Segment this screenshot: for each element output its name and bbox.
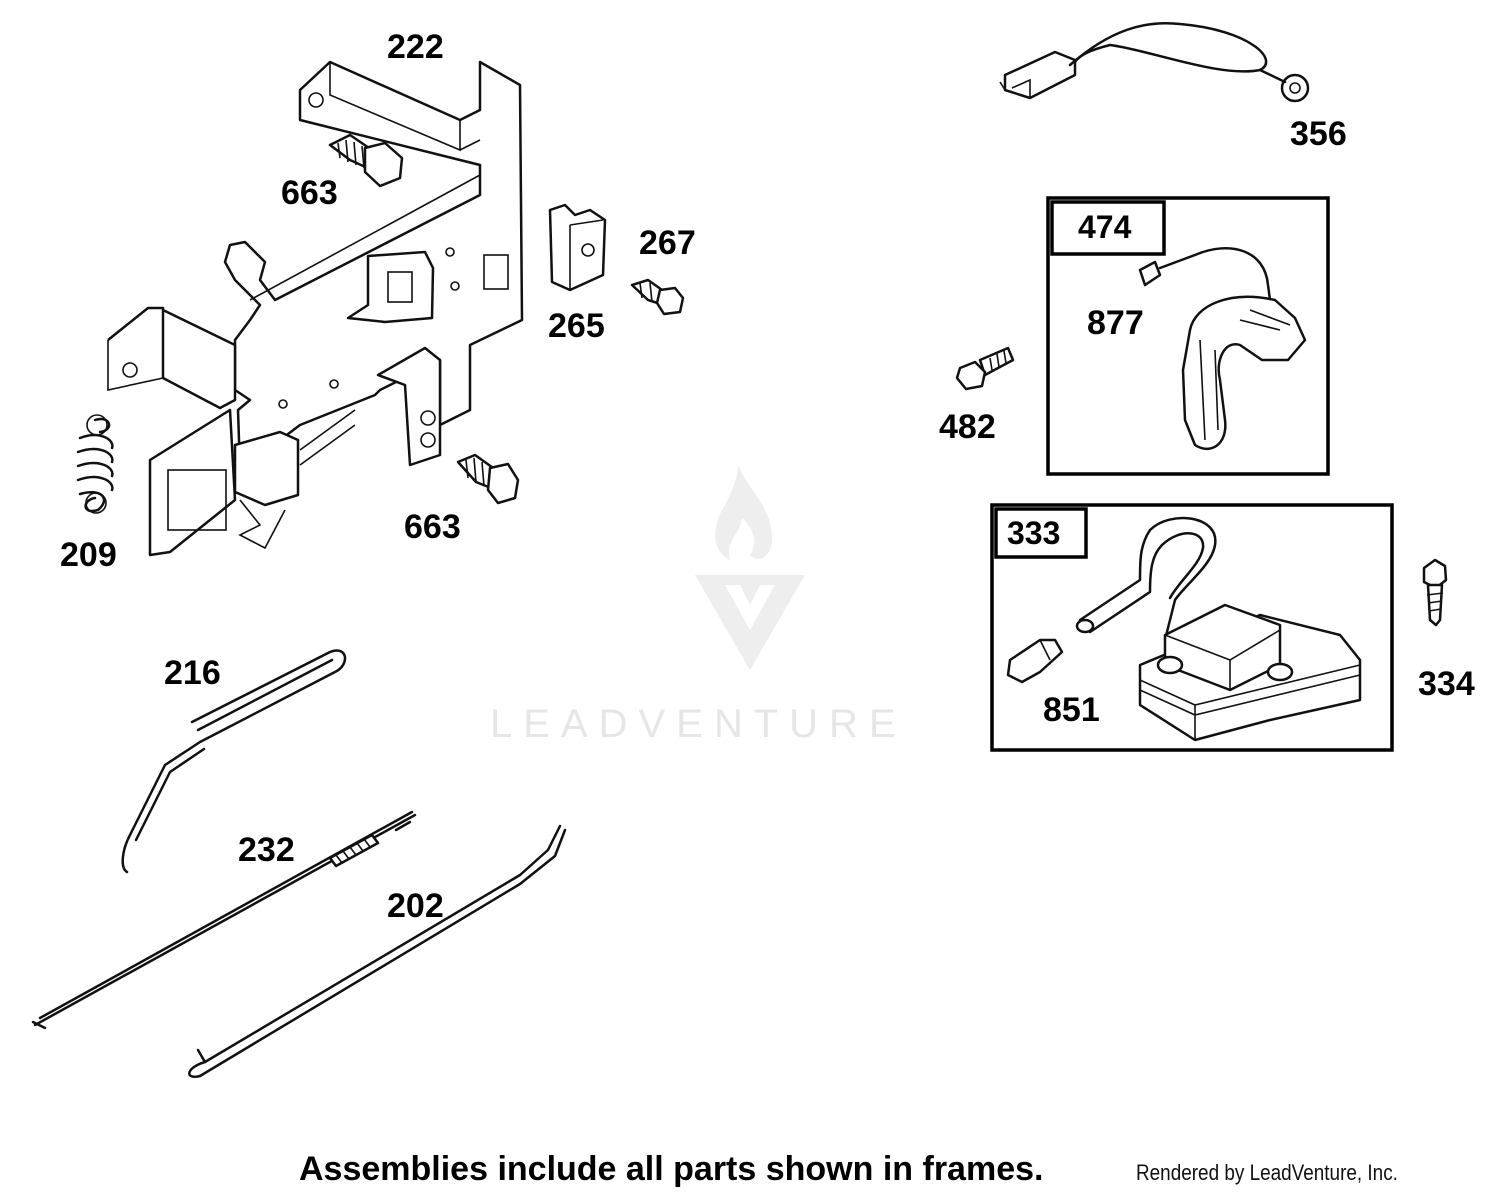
part-334-screw[interactable]	[1422, 558, 1448, 627]
callout-232[interactable]: 232	[238, 831, 295, 869]
assembly-frame-474	[1046, 196, 1330, 476]
part-202-governor-rod[interactable]	[188, 824, 567, 1079]
callout-877[interactable]: 877	[1087, 304, 1144, 342]
part-209-spring[interactable]	[76, 414, 114, 514]
callout-222[interactable]: 222	[387, 28, 444, 66]
callout-663-upper[interactable]: 663	[281, 174, 338, 212]
frame-tag-474[interactable]: 474	[1078, 209, 1132, 245]
frame-tag-box-333	[994, 507, 1088, 559]
callout-851[interactable]: 851	[1043, 691, 1100, 729]
part-877-module[interactable]	[1138, 247, 1307, 451]
frame-tag-box-474	[1050, 200, 1166, 256]
callout-209[interactable]: 209	[60, 536, 117, 574]
part-216-link-rod[interactable]	[121, 649, 347, 874]
callout-663-lower[interactable]: 663	[404, 508, 461, 546]
callout-202[interactable]: 202	[387, 887, 444, 925]
watermark-text: LEADVENTURE	[490, 702, 907, 746]
render-credit: Rendered by LeadVenture, Inc.	[1136, 1160, 1398, 1185]
assembly-frame-333	[990, 503, 1394, 752]
callout-482[interactable]: 482	[939, 408, 996, 446]
callout-356[interactable]: 356	[1290, 115, 1347, 153]
part-232-spring-wire[interactable]	[31, 810, 417, 1030]
frame-tag-333[interactable]: 333	[1007, 515, 1061, 551]
part-851-spark-plug-cap[interactable]	[1006, 638, 1064, 684]
callout-265[interactable]: 265	[548, 307, 605, 345]
part-663-screw-lower[interactable]	[456, 453, 520, 505]
part-356-ground-wire[interactable]	[999, 21, 1310, 103]
part-333-ignition-coil[interactable]	[1075, 516, 1362, 742]
part-267-screw[interactable]	[630, 278, 685, 316]
part-663-screw-upper[interactable]	[328, 133, 404, 188]
callout-267[interactable]: 267	[639, 224, 696, 262]
part-222-bracket[interactable]	[107, 60, 524, 557]
assemblies-note: Assemblies include all parts shown in fr…	[299, 1150, 1044, 1188]
leadventure-watermark-logo	[695, 465, 805, 670]
callout-334[interactable]: 334	[1418, 665, 1475, 703]
part-265-clip[interactable]	[548, 203, 607, 292]
part-482-bolt[interactable]	[955, 346, 1015, 391]
callout-216[interactable]: 216	[164, 654, 221, 692]
